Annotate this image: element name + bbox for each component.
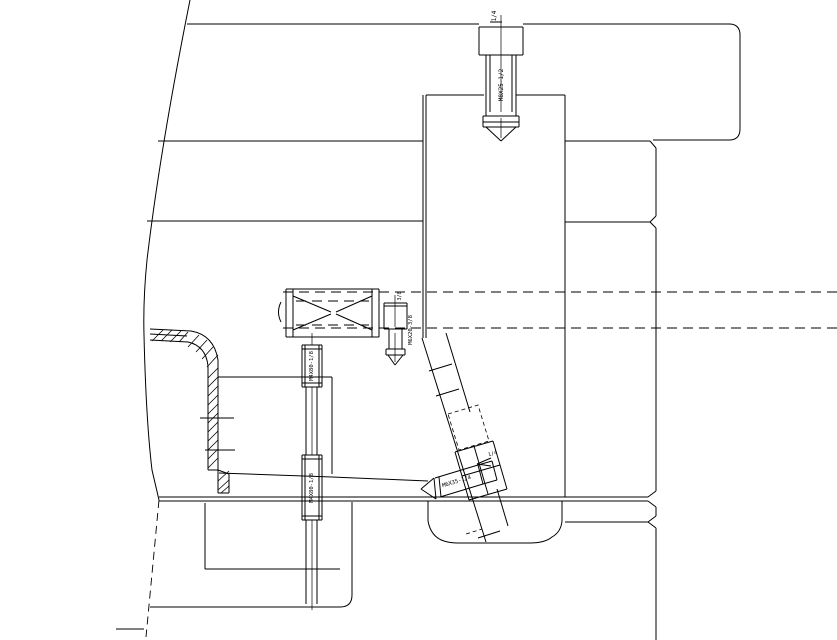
axis-geometry (311, 15, 502, 610)
hatch-line (207, 421, 219, 433)
edge-line (438, 476, 442, 498)
edge-line (439, 483, 484, 498)
edge-path (143, 0, 191, 501)
lower-pin-spec: M4X80-1/8 (309, 473, 315, 503)
hatch-line (207, 394, 219, 406)
hatch-line (201, 346, 214, 360)
hatch-line (207, 439, 219, 451)
edge-line (445, 332, 471, 413)
edge-line (649, 221, 657, 229)
hatch-line (207, 448, 219, 460)
hidden-line (465, 528, 483, 535)
edge-path (728, 128, 741, 141)
edge-line (476, 463, 492, 467)
edge-line (387, 354, 396, 366)
edge-line (335, 295, 373, 313)
solid-geometry (116, 0, 741, 640)
edge-line (477, 530, 501, 539)
edge-line (420, 488, 437, 500)
mid-bolt-spec: M6X20-3/8 (408, 315, 414, 345)
hatch-line (207, 376, 219, 388)
edge-line (485, 126, 502, 142)
edge-line (421, 337, 487, 543)
edge-line (649, 215, 657, 223)
edge-line (435, 388, 460, 397)
upper-pin-spec: M4X80-1/8 (309, 351, 315, 381)
edge-path (278, 301, 282, 323)
edge-line (428, 363, 453, 372)
hatch-line (206, 354, 219, 368)
phantom-geometry (145, 499, 160, 638)
edge-path (427, 520, 563, 544)
centerline-geometry (283, 291, 837, 329)
edge-path (149, 339, 209, 470)
edge-path (149, 328, 230, 493)
hatch-line (169, 330, 182, 343)
edge-line (647, 490, 657, 498)
hatch-line (207, 412, 219, 424)
edge-line (394, 354, 404, 366)
hatch-line (187, 334, 200, 348)
edge-line (331, 476, 429, 482)
label-layer: 1/4M8X25-1/23/8M6X20-3/8M4X80-1/8M4X80-1… (309, 10, 505, 503)
hatch-line (151, 329, 164, 342)
hatch-line (207, 430, 219, 442)
top-bolt-callout: 1/4 (491, 10, 498, 21)
edge-line (476, 457, 492, 465)
edge-line (468, 488, 508, 501)
lifter-bolt-spec: M6X35-1/4 (442, 475, 473, 490)
edge-line (434, 464, 479, 479)
edge-line (292, 313, 332, 331)
edge-line (292, 295, 332, 313)
hatch-line (220, 485, 230, 494)
edge-line (420, 477, 435, 490)
hatch-line (160, 329, 173, 342)
edge-path (339, 594, 353, 608)
edge-line (647, 521, 657, 529)
hatch-line (178, 331, 189, 343)
phantom-line (145, 499, 160, 638)
top-bolt-spec: M8X25-1/2 (498, 68, 505, 101)
hatch-line (207, 403, 219, 415)
edge-line (647, 515, 657, 523)
hatch-geometry (151, 329, 230, 494)
edge-line (482, 479, 498, 485)
hidden-geometry (447, 404, 490, 535)
edge-line (433, 477, 437, 500)
edge-line (218, 472, 333, 478)
edge-line (477, 464, 484, 485)
edge-line (491, 460, 498, 481)
hidden-path (447, 404, 490, 451)
edge-path (728, 23, 741, 36)
hatch-line (217, 479, 230, 491)
edge-line (649, 140, 657, 149)
hatch-line (207, 367, 219, 379)
edge-line (335, 313, 373, 331)
edge-line (496, 488, 509, 527)
edge-line (500, 126, 517, 142)
edge-line (647, 500, 657, 508)
lifter-arrow-callout: 1/4 (488, 450, 498, 458)
mid-bolt-callout: 3/8 (397, 291, 403, 300)
hatch-line (217, 470, 230, 482)
hatch-line (207, 457, 219, 469)
hatch-line (207, 385, 219, 397)
edge-path (149, 333, 188, 337)
hatch-line (195, 339, 208, 353)
